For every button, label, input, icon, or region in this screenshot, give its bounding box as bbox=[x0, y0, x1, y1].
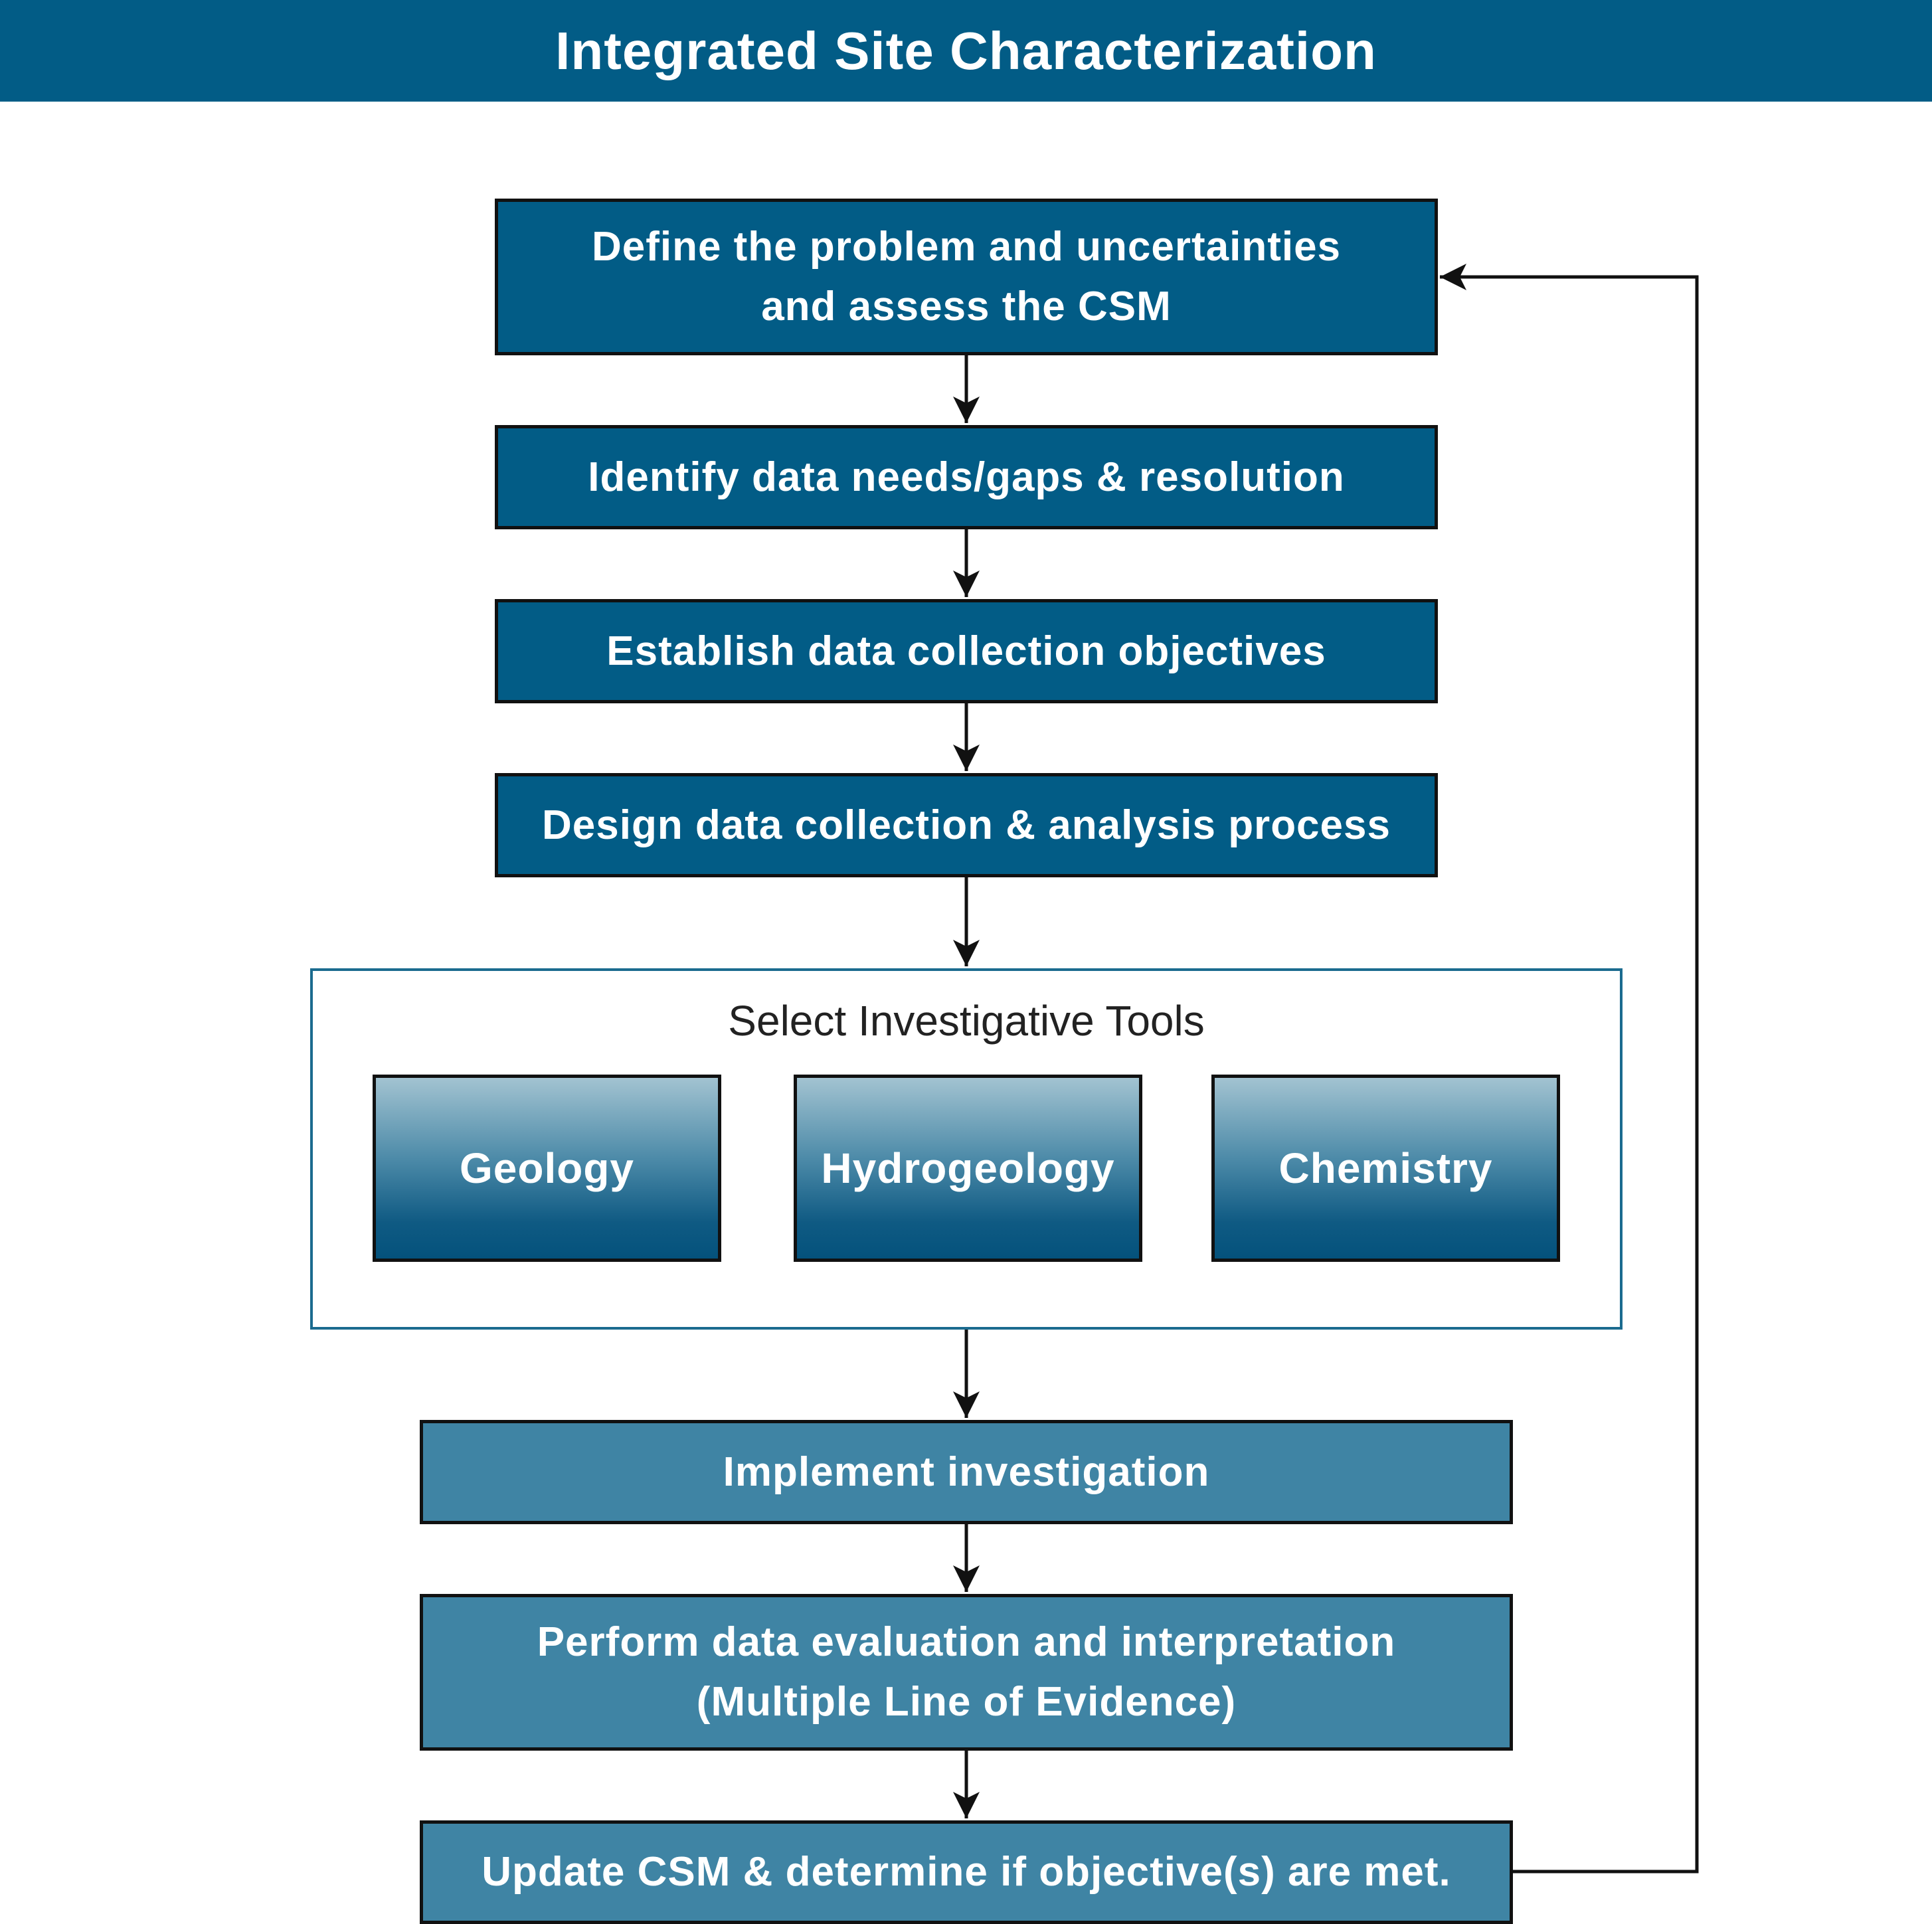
tool-chemistry-label: Chemistry bbox=[1278, 1144, 1493, 1192]
tool-hydrogeology-label: Hydrogeology bbox=[821, 1144, 1115, 1192]
step-design-process: Design data collection & analysis proces… bbox=[495, 773, 1438, 877]
tool-hydrogeology: Hydrogeology bbox=[794, 1075, 1142, 1262]
step-update-csm: Update CSM & determine if objective(s) a… bbox=[420, 1820, 1513, 1924]
step-design-process-label: Design data collection & analysis proces… bbox=[541, 802, 1391, 848]
step-define-problem-label: Define the problem and uncertainties and… bbox=[591, 224, 1342, 329]
step-identify-data-needs-label: Identify data needs/gaps & resolution bbox=[588, 454, 1345, 500]
tool-geology-label: Geology bbox=[459, 1144, 635, 1192]
step-establish-objectives-label: Establish data collection objectives bbox=[606, 628, 1326, 674]
step-implement-investigation: Implement investigation bbox=[420, 1420, 1513, 1524]
step-identify-data-needs: Identify data needs/gaps & resolution bbox=[495, 425, 1438, 529]
tool-chemistry: Chemistry bbox=[1211, 1075, 1560, 1262]
page-title: Integrated Site Characterization bbox=[0, 0, 1932, 102]
step-perform-evaluation: Perform data evaluation and interpretati… bbox=[420, 1594, 1513, 1751]
step-establish-objectives: Establish data collection objectives bbox=[495, 599, 1438, 703]
step-perform-evaluation-label: Perform data evaluation and interpretati… bbox=[537, 1619, 1396, 1725]
step-implement-investigation-label: Implement investigation bbox=[723, 1448, 1210, 1495]
step-update-csm-label: Update CSM & determine if objective(s) a… bbox=[482, 1849, 1451, 1895]
tools-group-title: Select Investigative Tools bbox=[728, 997, 1205, 1045]
tool-geology: Geology bbox=[373, 1075, 721, 1262]
step-define-problem: Define the problem and uncertainties and… bbox=[495, 199, 1438, 355]
